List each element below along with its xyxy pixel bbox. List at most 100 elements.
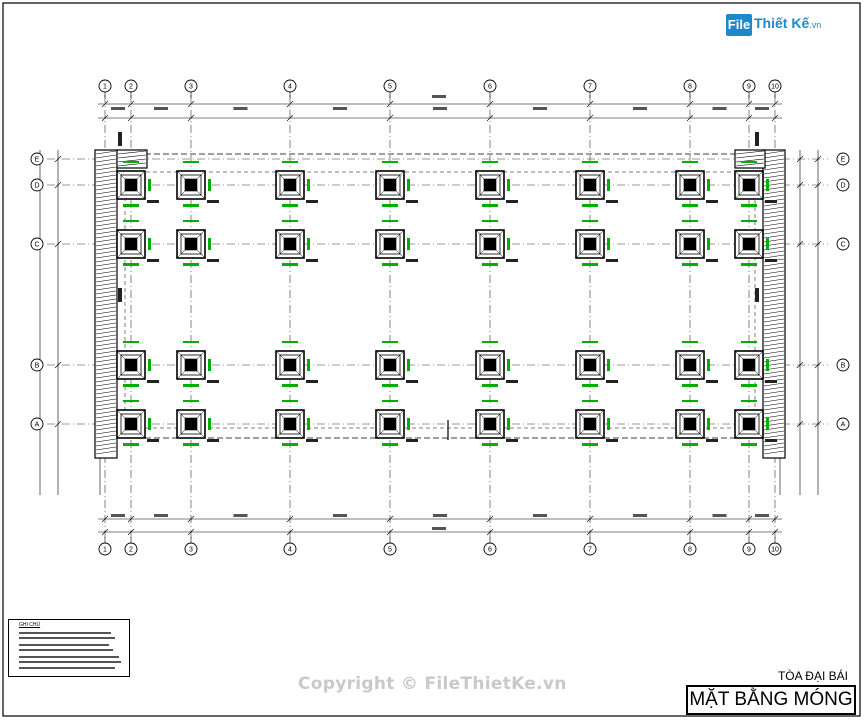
axis-bubble <box>30 417 44 431</box>
hatch-line <box>763 350 785 355</box>
hatch-line <box>763 342 785 347</box>
pad-dimension-label <box>607 359 610 371</box>
hatch-line <box>117 150 147 155</box>
hatch-line <box>763 194 785 199</box>
hatch-line <box>763 222 785 227</box>
dimension-tick <box>586 100 594 108</box>
axis-label: A <box>35 422 40 429</box>
hatch-line <box>95 230 117 235</box>
dimension-tick <box>796 181 804 189</box>
hatch-line <box>95 366 117 371</box>
pad-slope-line <box>136 190 146 200</box>
pad-slope-line <box>176 429 186 439</box>
pad-slope-line <box>695 350 705 360</box>
pad-slope-line <box>116 350 126 360</box>
dimension-label <box>111 514 125 517</box>
pad-slope-line <box>475 170 485 180</box>
dimension-tick <box>686 515 694 523</box>
hatch-line <box>95 274 117 279</box>
pad-slope-line <box>595 350 605 360</box>
hatch-line <box>95 266 117 271</box>
pad-tag <box>207 200 219 203</box>
column-stub <box>742 358 756 372</box>
dimension-tick <box>686 528 694 536</box>
hatch-line <box>95 362 117 367</box>
dimension-tick <box>814 240 822 248</box>
pad-dimension-label <box>607 179 610 191</box>
hatch-line <box>763 302 785 307</box>
dimension-tick <box>127 515 135 523</box>
hatch-line <box>95 302 117 307</box>
hatch-line <box>95 310 117 315</box>
dimension-tick <box>286 528 294 536</box>
hatch-line <box>95 338 117 343</box>
pad-slope-line <box>176 229 186 239</box>
pad-slope-line <box>395 370 405 380</box>
pad-tag <box>306 259 318 262</box>
dimension-tick <box>814 155 822 163</box>
pad-slope-line <box>595 370 605 380</box>
pad-slope-line <box>375 249 385 259</box>
pad-dimension-label <box>183 384 199 387</box>
hatch-line <box>95 150 117 155</box>
hatch-line <box>763 290 785 295</box>
pad-slope-line <box>475 249 485 259</box>
pad-slope-line <box>575 429 585 439</box>
brand-logo[interactable]: File Thiết Kế.vn <box>726 12 836 38</box>
pad-slope-line <box>675 249 685 259</box>
pad-slope-line <box>176 190 186 200</box>
dimension-tick <box>54 240 62 248</box>
pad-tag <box>706 200 718 203</box>
pad-dimension-label <box>482 384 498 387</box>
pad-slope-line <box>395 350 405 360</box>
pad-footing-step <box>579 354 601 376</box>
pad-dimension-label <box>183 220 199 222</box>
pad-dimension-label <box>208 179 211 191</box>
column-stub <box>124 417 138 431</box>
pad-dimension-label <box>382 220 398 222</box>
pad-dimension-label <box>282 220 298 222</box>
column-stub <box>483 237 497 251</box>
pad-dimension-label <box>482 263 498 266</box>
pad-dimension-label <box>607 418 610 430</box>
pad-slope-line <box>595 190 605 200</box>
dimension-tick <box>101 114 109 122</box>
column-stub <box>583 237 597 251</box>
pad-slope-line <box>275 190 285 200</box>
pad-dimension-label <box>282 400 298 402</box>
pad-dimension-label <box>183 161 199 163</box>
pad-tag <box>765 259 777 262</box>
axis-label: 4 <box>288 84 292 91</box>
hatch-line <box>95 170 117 175</box>
hatch-line <box>763 170 785 175</box>
pad-footing-step <box>279 233 301 255</box>
hatch-line <box>95 382 117 387</box>
pad-slope-line <box>495 190 505 200</box>
pad-slope-line <box>395 429 405 439</box>
hatch-line <box>95 246 117 251</box>
pad-dimension-label <box>707 359 710 371</box>
pad-slope-line <box>734 190 744 200</box>
axis-label: 1 <box>103 84 107 91</box>
dimension-tick <box>814 361 822 369</box>
dimension-tick <box>771 528 779 536</box>
axis-label: 3 <box>189 547 193 554</box>
dimension-tick <box>386 515 394 523</box>
dimension-tick <box>745 528 753 536</box>
axis-label: 2 <box>129 84 133 91</box>
pad-tag <box>706 259 718 262</box>
pad-dimension-label <box>123 263 139 266</box>
pad-tag <box>606 380 618 383</box>
dimension-tick <box>101 528 109 536</box>
pad-slope-line <box>595 409 605 419</box>
axis-label: 8 <box>688 547 692 554</box>
pad-dimension-label <box>123 400 139 402</box>
hatch-line <box>763 166 785 171</box>
axis-bubble <box>30 358 44 372</box>
pad-tag <box>506 380 518 383</box>
dimension-tick <box>486 515 494 523</box>
pad-tag <box>506 200 518 203</box>
pad-footing-step <box>180 354 202 376</box>
pad-tag <box>406 439 418 442</box>
dimension-label <box>533 514 547 517</box>
